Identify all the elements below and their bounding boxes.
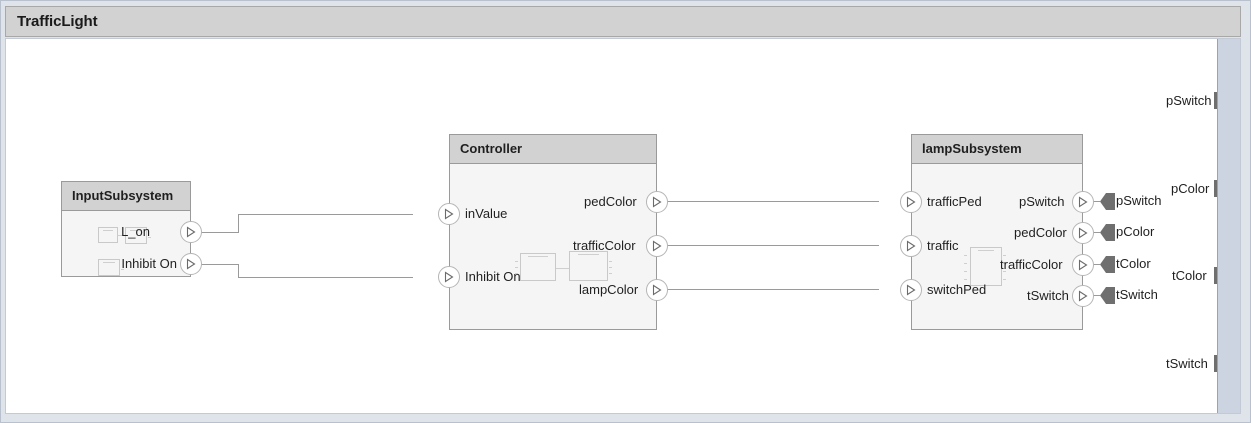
triangle-right-icon — [906, 196, 916, 208]
triangle-right-icon — [652, 284, 662, 296]
triangle-right-icon — [186, 226, 196, 238]
preview-controller-wire — [556, 268, 569, 269]
port-label-lamp-pedcolor: pedColor — [1014, 225, 1067, 240]
goto-tag-label: pSwitch — [1116, 193, 1162, 208]
port-in-controller-invalue[interactable] — [438, 203, 460, 225]
block-input-subsystem-title: InputSubsystem — [72, 188, 174, 203]
wire-inhibit-seg2 — [238, 264, 239, 278]
port-out-controller-lampcolor[interactable] — [646, 279, 668, 301]
preview-tick-c4 — [609, 261, 612, 262]
preview-tick-l4 — [964, 279, 967, 280]
preview-controller-mini-b — [569, 251, 608, 281]
goto-tag-label: pColor — [1116, 224, 1155, 239]
port-out-lamp-tswitch[interactable] — [1072, 285, 1094, 307]
triangle-right-icon — [1078, 290, 1088, 302]
port-in-controller-inhibit-on[interactable] — [438, 266, 460, 288]
port-out-controller-trafficcolor[interactable] — [646, 235, 668, 257]
port-label-inhibit-on-out: Inhibit On — [121, 256, 177, 271]
port-in-lamp-traffic[interactable] — [900, 235, 922, 257]
preview-tick-b — [121, 269, 124, 270]
model-title: TrafficLight — [17, 13, 98, 30]
port-label-invalue: inValue — [465, 206, 508, 221]
model-titlebar: TrafficLight — [5, 6, 1241, 37]
preview-mini-wire-a — [118, 235, 125, 236]
preview-mini-block-b — [125, 227, 147, 244]
preview-lamp-mini — [970, 247, 1002, 286]
preview-tick-c3 — [515, 273, 518, 274]
port-out-lamp-pswitch[interactable] — [1072, 191, 1094, 213]
port-out-lamp-trafficcolor[interactable] — [1072, 254, 1094, 276]
port-label-pedcolor-out: pedColor — [584, 194, 637, 209]
root-outport-label-pcolor: pColor — [1171, 181, 1210, 196]
wire-l-on-seg2 — [238, 214, 239, 233]
triangle-right-icon — [186, 258, 196, 270]
triangle-right-icon — [1078, 196, 1088, 208]
port-label-lamp-tswitch: tSwitch — [1027, 288, 1069, 303]
model-canvas[interactable]: InputSubsystem L_on — [5, 38, 1241, 414]
block-controller-header: Controller — [450, 135, 656, 164]
port-in-lamp-trafficped[interactable] — [900, 191, 922, 213]
preview-tick-l2 — [964, 263, 967, 264]
triangle-right-icon — [1078, 259, 1088, 271]
preview-tick-l1 — [964, 255, 967, 256]
port-label-lampcolor-out: lampColor — [579, 282, 639, 297]
block-lamp-subsystem-header: lampSubsystem — [912, 135, 1082, 164]
preview-tick-l6 — [1003, 263, 1006, 264]
preview-tick-l8 — [1003, 279, 1006, 280]
wire-trafficcolor-to-traffic — [660, 245, 879, 246]
port-out-input-subsystem-inhibit-on[interactable] — [180, 253, 202, 275]
port-label-trafficcolor-out: trafficColor — [573, 238, 636, 253]
port-label-controller-inhibit-on: Inhibit On — [465, 269, 521, 284]
goto-tag-icon — [1100, 193, 1115, 210]
block-input-subsystem[interactable]: InputSubsystem — [61, 181, 191, 277]
port-out-input-subsystem-l-on[interactable] — [180, 221, 202, 243]
port-label-traffic: traffic — [927, 238, 959, 253]
preview-tick-l3 — [964, 271, 967, 272]
wire-lampcolor-to-switchped — [660, 289, 879, 290]
preview-mini-block-a — [98, 227, 118, 243]
port-label-trafficped: trafficPed — [927, 194, 982, 209]
preview-mini-block-c — [98, 259, 120, 276]
port-out-controller-pedcolor[interactable] — [646, 191, 668, 213]
port-label-switchped: switchPed — [927, 282, 987, 297]
wire-l-on-seg3 — [238, 214, 413, 215]
root-outport-label-tswitch: tSwitch — [1166, 356, 1208, 371]
wire-inhibit-seg3 — [238, 277, 413, 278]
triangle-right-icon — [444, 208, 454, 220]
goto-tag-label: tColor — [1116, 256, 1151, 271]
goto-tag-icon — [1100, 256, 1115, 273]
port-in-lamp-switchped[interactable] — [900, 279, 922, 301]
block-controller-title: Controller — [460, 141, 523, 156]
goto-tag-icon — [1100, 224, 1115, 241]
preview-tick-c1 — [515, 261, 518, 262]
triangle-right-icon — [444, 271, 454, 283]
goto-tag-label: tSwitch — [1116, 287, 1158, 302]
preview-controller-mini-a — [520, 253, 556, 281]
port-out-lamp-pedcolor[interactable] — [1072, 222, 1094, 244]
block-lamp-subsystem-title: lampSubsystem — [922, 141, 1022, 156]
wire-pedcolor-to-trafficped — [660, 201, 879, 202]
preview-tick-c2 — [515, 267, 518, 268]
canvas-right-edge-strip — [1217, 39, 1240, 413]
triangle-right-icon — [906, 284, 916, 296]
goto-tag-icon — [1100, 287, 1115, 304]
block-lamp-subsystem[interactable]: lampSubsystem — [911, 134, 1083, 330]
root-outport-label-tcolor: tColor — [1172, 268, 1207, 283]
preview-tick-l7 — [1003, 271, 1006, 272]
triangle-right-icon — [1078, 227, 1088, 239]
root-outport-label-pswitch: pSwitch — [1166, 93, 1212, 108]
triangle-right-icon — [906, 240, 916, 252]
triangle-right-icon — [652, 240, 662, 252]
preview-tick-c5 — [609, 267, 612, 268]
block-input-subsystem-header: InputSubsystem — [62, 182, 190, 211]
preview-tick-c6 — [609, 273, 612, 274]
port-label-l-on: L_on — [121, 224, 150, 239]
preview-tick-a — [148, 237, 151, 238]
block-controller[interactable]: Controller — [449, 134, 657, 330]
triangle-right-icon — [652, 196, 662, 208]
port-label-lamp-pswitch: pSwitch — [1019, 194, 1065, 209]
port-label-lamp-trafficcolor: trafficColor — [1000, 257, 1063, 272]
preview-tick-l5 — [1003, 255, 1006, 256]
